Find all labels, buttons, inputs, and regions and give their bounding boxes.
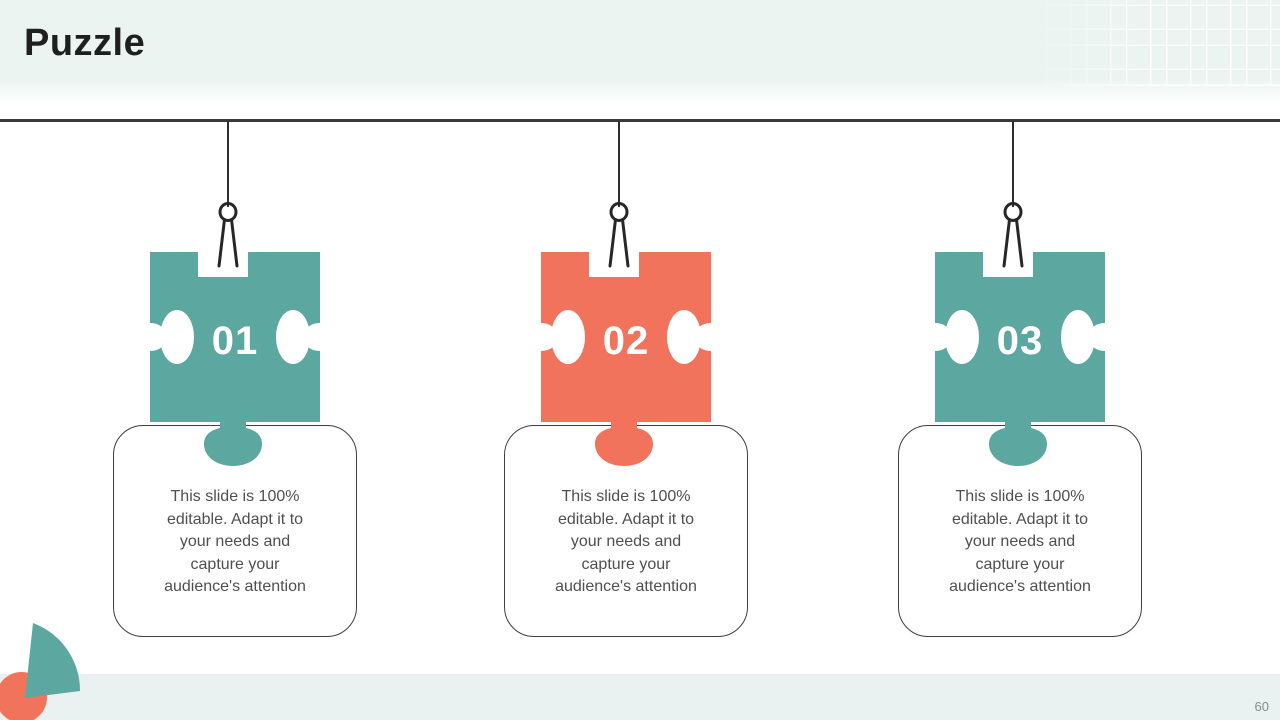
footer-strip — [0, 674, 1280, 720]
hanging-rail-line — [0, 119, 1280, 122]
description-card: This slide is 100% editable. Adapt it to… — [113, 425, 357, 637]
grid-pattern — [1030, 0, 1280, 86]
step-number: 02 — [602, 319, 650, 363]
hanging-string — [1012, 121, 1014, 207]
header-band: Puzzle — [0, 0, 1280, 120]
hanging-string — [227, 121, 229, 207]
hanging-string — [618, 121, 620, 207]
binder-clip-icon — [608, 202, 630, 268]
puzzle-piece-icon — [150, 252, 320, 466]
puzzle-piece-icon — [541, 252, 711, 466]
decor-fan-shape — [25, 623, 81, 698]
page-number: 60 — [1254, 699, 1269, 714]
step-number: 01 — [211, 319, 259, 363]
description-text: This slide is 100% editable. Adapt it to… — [949, 488, 1091, 595]
description-text: This slide is 100% editable. Adapt it to… — [555, 488, 697, 595]
slide-title: Puzzle — [24, 22, 146, 64]
puzzle-piece-icon — [935, 252, 1105, 466]
binder-clip-icon — [1002, 202, 1024, 268]
binder-clip-icon — [217, 202, 239, 268]
description-text: This slide is 100% editable. Adapt it to… — [164, 488, 306, 595]
step-number: 03 — [996, 319, 1044, 363]
